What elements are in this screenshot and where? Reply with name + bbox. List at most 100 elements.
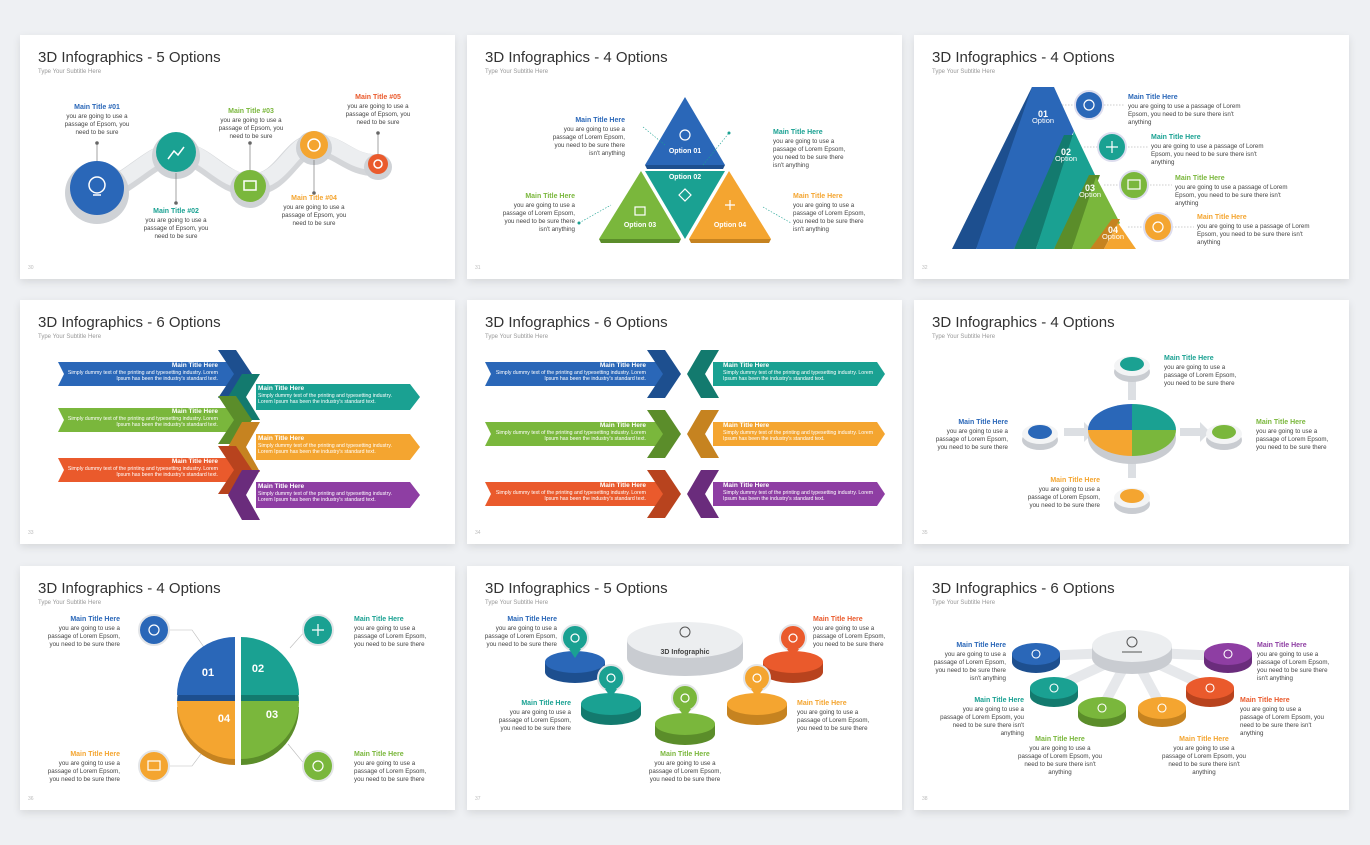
item-text: you are going to use a passage of Lorem … — [1027, 486, 1100, 509]
slide-number: 32 — [922, 265, 928, 271]
item-01-note: Main Title #01 you are going to use a pa… — [62, 104, 132, 137]
slide-number: 38 — [922, 796, 928, 802]
pedestal-blue — [545, 624, 605, 683]
item-text: you are going to use a passage of Lorem … — [354, 625, 427, 648]
slide-6-options-arrow-columns[interactable]: 3D Infographics - 6 Options Type Your Su… — [467, 300, 902, 544]
item-03-note: Main Title Here you are going to use a p… — [1175, 175, 1300, 208]
item-text: you are going to use a passage of Lorem … — [1164, 364, 1237, 387]
item-title: Main Title Here — [1164, 355, 1214, 362]
slide-title: 3D Infographics - 6 Options — [38, 314, 221, 331]
item-text: you are going to use a passage of Lorem … — [793, 202, 866, 233]
item-title: Main Title Here — [507, 616, 557, 623]
slide-5-options-path[interactable]: 3D Infographics - 5 Options Type Your Su… — [20, 35, 455, 279]
slide-title: 3D Infographics - 4 Options — [932, 314, 1115, 331]
item-text: you are going to use a passage of Lorem … — [940, 706, 1024, 737]
slide-title: 3D Infographics - 5 Options — [485, 580, 668, 597]
item-text: you are going to use a passage of Lorem … — [552, 126, 625, 157]
item-title: Main Title Here — [773, 129, 823, 136]
item-title: Main Title Here — [813, 616, 863, 623]
item-01-note: Main Title Here you are going to use a p… — [1128, 94, 1253, 127]
segment-01-label: 01 — [201, 667, 215, 679]
item-title: Main Title Here — [1128, 94, 1178, 101]
item-02-note: Main Title #02 you are going to use a pa… — [141, 208, 211, 241]
slide-4-options-triangle[interactable]: 3D Infographics - 4 Options Type Your Su… — [467, 35, 902, 279]
slide-title: 3D Infographics - 6 Options — [485, 314, 668, 331]
pedestal-red — [763, 624, 823, 683]
slide-4-options-segment-circle[interactable]: 3D Infographics - 4 Options Type Your Su… — [20, 566, 455, 810]
option-01-triangle — [645, 97, 725, 165]
segment-02-label: 02 — [251, 663, 265, 675]
hub-center — [1092, 630, 1172, 662]
item-title: Main Title #03 — [228, 108, 274, 115]
slide-subtitle: Type Your Subtitle Here — [38, 334, 102, 340]
item-text: you are going to use a passage of Lorem … — [47, 625, 120, 648]
pie-slice-teal — [1132, 404, 1176, 430]
item-02-note: Main Title Here you are going to use a p… — [813, 616, 895, 649]
slide-subtitle: Type Your Subtitle Here — [485, 600, 549, 606]
slide-subtitle: Type Your Subtitle Here — [932, 600, 996, 606]
item-title: Main Title Here — [354, 616, 404, 623]
arrow-2-teal — [228, 374, 420, 420]
slide-6-options-hub[interactable]: 3D Infographics - 6 Options Type Your Su… — [914, 566, 1349, 810]
pedestal-green — [655, 684, 715, 745]
item-title: Main Title Here — [354, 751, 404, 758]
item-text: you are going to use a passage of Lorem … — [47, 760, 120, 783]
slide-6-options-interleaved-arrows[interactable]: 3D Infographics - 6 Options Type Your Su… — [20, 300, 455, 544]
slide-title: 3D Infographics - 4 Options — [485, 49, 668, 66]
item-text: you are going to use a passage of Lorem … — [1151, 143, 1264, 166]
item-04-note: Main Title #04 you are going to use a pa… — [279, 195, 349, 228]
triangle-diagram — [577, 97, 792, 243]
item-text: you are going to use a passage of Lorem … — [933, 651, 1006, 682]
slide-title: 3D Infographics - 6 Options — [932, 580, 1115, 597]
arrow-5-red — [58, 446, 252, 494]
slide-5-options-platform[interactable]: 3D Infographics - 5 Options Type Your Su… — [467, 566, 902, 810]
option-02-label: Option 02 — [668, 174, 702, 181]
hub-diagram — [1012, 630, 1252, 727]
node-01-circle — [70, 161, 124, 215]
item-title: Main Title #01 — [74, 104, 120, 111]
pie-slice-green — [1132, 430, 1176, 456]
item-title: Main Title Here — [1179, 736, 1229, 743]
item-03-note: Main Title Here you are going to use a p… — [940, 697, 1024, 738]
item-title: Main Title #04 — [291, 195, 337, 202]
item-title: Main Title Here — [1256, 419, 1306, 426]
icon-04 — [302, 750, 334, 782]
level-01-band — [976, 87, 1074, 249]
level-02-band — [1036, 131, 1096, 249]
item-title: Main Title Here — [1197, 214, 1247, 221]
slide-title: 3D Infographics - 4 Options — [38, 580, 221, 597]
segment-01 — [177, 637, 235, 695]
option-04-label: Option 04 — [713, 222, 747, 229]
segment-circle-diagram — [138, 614, 334, 782]
item-title: Main Title Here — [1035, 736, 1085, 743]
level-04-icon — [1143, 212, 1173, 242]
pie-satellite-diagram — [1022, 356, 1242, 514]
satellite-top — [1114, 356, 1150, 382]
item-title: Main Title Here — [958, 419, 1008, 426]
arrow-left-2-green — [485, 410, 681, 458]
item-01-note: Main Title Here you are going to use a p… — [543, 117, 625, 158]
satellite-bottom — [1114, 488, 1150, 514]
item-01-note: Main Title Here you are going to use a p… — [1164, 355, 1244, 388]
slide-number: 35 — [922, 530, 928, 536]
item-text: you are going to use a passage of Lorem … — [502, 202, 575, 233]
item-text: you are going to use a passage of Lorem … — [484, 625, 557, 648]
item-text: you are going to use a passage of Lorem … — [498, 709, 571, 732]
item-text: you are going to use a passage of Lorem … — [648, 760, 722, 783]
item-title: Main Title Here — [956, 642, 1006, 649]
slide-number: 31 — [475, 265, 481, 271]
item-04-note: Main Title Here you are going to use a p… — [1197, 214, 1322, 247]
item-title: Main Title Here — [70, 751, 120, 758]
item-text: you are going to use a passage of Lorem … — [1257, 651, 1330, 682]
slide-4-options-pyramid[interactable]: 3D Infographics - 4 Options Type Your Su… — [914, 35, 1349, 279]
curved-path-diagram — [65, 131, 392, 224]
item-03-note: Main Title Here you are going to use a p… — [493, 193, 575, 234]
slide-4-options-pie-satellites[interactable]: 3D Infographics - 4 Options Type Your Su… — [914, 300, 1349, 544]
